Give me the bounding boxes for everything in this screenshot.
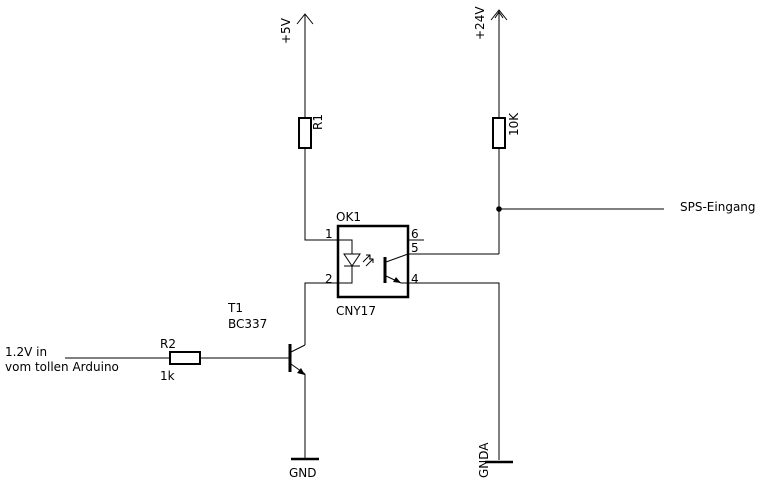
pin-2-label: 2	[325, 272, 333, 286]
r2-label: R2	[160, 337, 176, 351]
transistor-name: T1	[227, 301, 243, 315]
vcc24-label: +24V	[473, 6, 487, 40]
gnda-label: GNDA	[477, 442, 491, 478]
wire-pin2-collector	[304, 282, 338, 345]
optocoupler-body	[336, 224, 410, 299]
optocoupler-name: OK1	[336, 210, 361, 224]
r1-label: R1	[311, 114, 325, 130]
led-icon	[338, 239, 374, 284]
input-label-line1: 1.2V in	[5, 345, 47, 359]
pin-1-label: 1	[325, 227, 333, 241]
optocoupler-type: CNY17	[336, 304, 376, 318]
wire-r1-pin1	[304, 148, 338, 241]
vcc5-label: +5V	[279, 17, 293, 44]
gnd-label: GND	[289, 466, 317, 480]
transistor-type: BC337	[228, 317, 267, 331]
vcc24-symbol	[490, 9, 508, 118]
wire-pin4-gnda	[408, 282, 500, 460]
vcc5-symbol	[296, 13, 314, 118]
input-label-line2: vom tollen Arduino	[5, 360, 119, 374]
r2-value: 1k	[160, 369, 175, 383]
resistor-r2	[169, 351, 201, 365]
output-label: SPS-Eingang	[680, 200, 756, 214]
pin-4-label: 4	[411, 272, 419, 286]
phototransistor-icon	[383, 253, 409, 284]
resistor-r1	[298, 117, 312, 149]
pin-6-label: 6	[411, 227, 419, 241]
r-pullup-value: 10K	[507, 112, 521, 136]
resistor-10k	[492, 117, 506, 149]
pin-5-label: 5	[411, 241, 419, 255]
npn-transistor-icon	[288, 344, 306, 458]
